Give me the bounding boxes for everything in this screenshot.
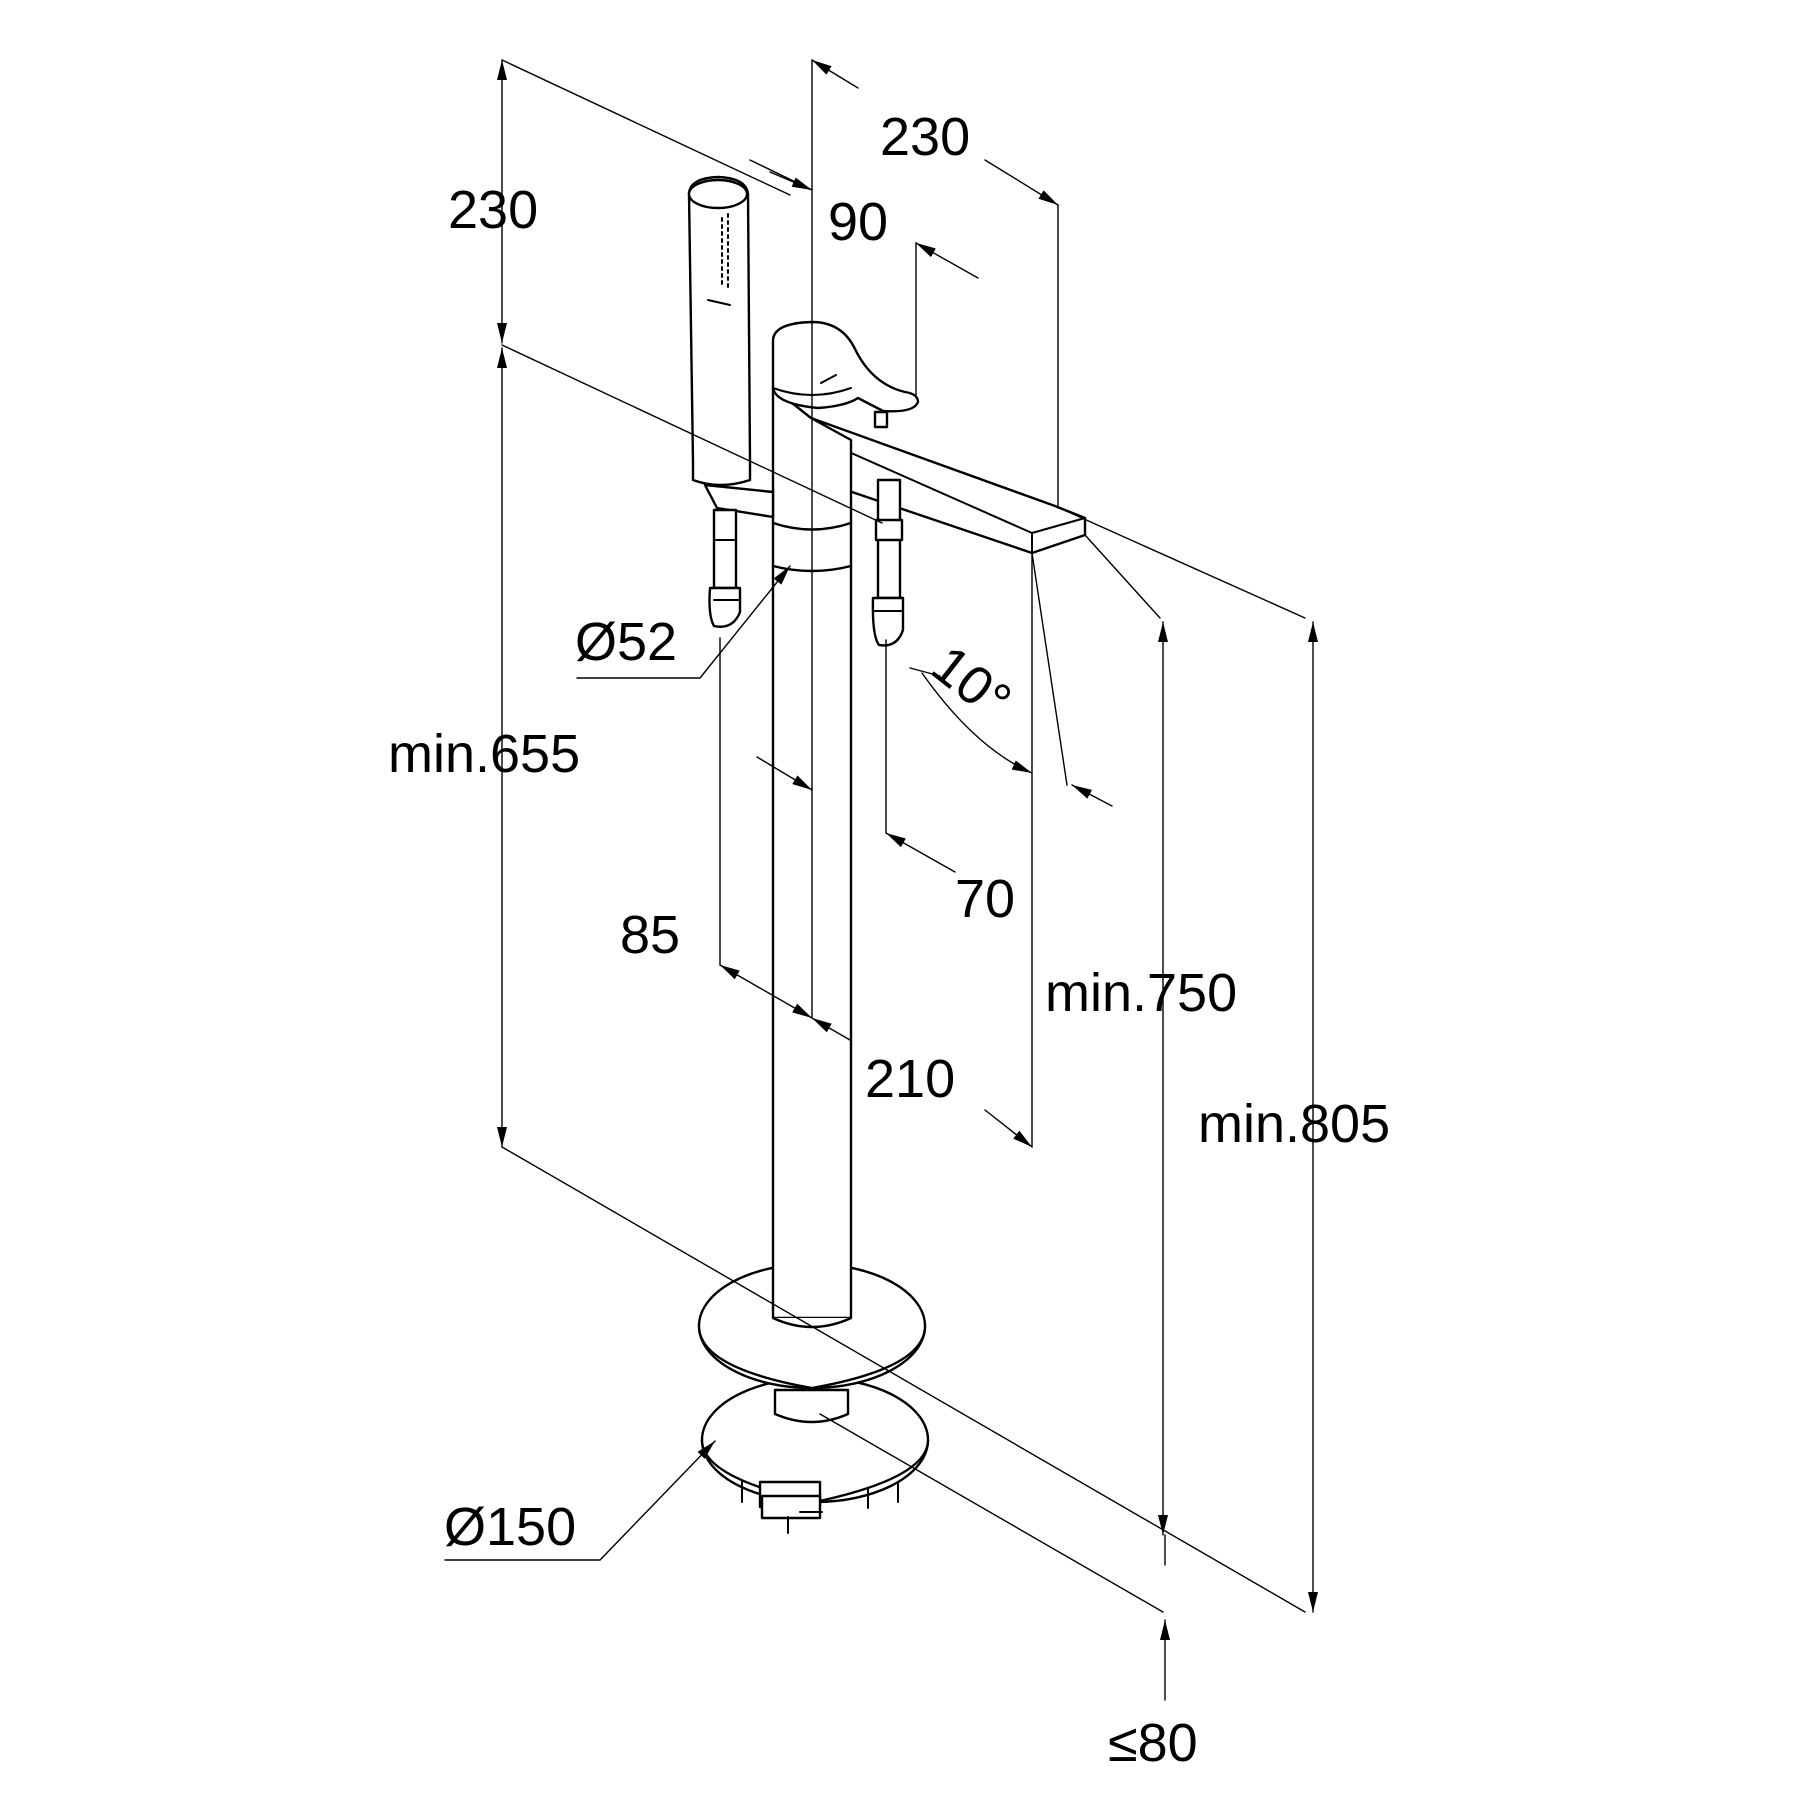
label-70: 70 (955, 869, 1015, 929)
dimension-lines (444, 59, 1318, 1701)
floor-mount-base (697, 1262, 930, 1534)
label-min-655: min.655 (388, 724, 580, 784)
label-210: 210 (865, 1049, 955, 1109)
hand-shower (687, 175, 775, 519)
label-230-top: 230 (880, 107, 970, 167)
label-min-750: min.750 (1045, 963, 1237, 1023)
extension-lines (501, 59, 1306, 1613)
label-10-degree: 10° (921, 634, 1022, 732)
dimension-labels: 230 230 90 Ø52 10° min.655 70 85 min.750… (388, 107, 1390, 1773)
label-diameter-150: Ø150 (444, 1497, 576, 1557)
label-85: 85 (620, 905, 680, 965)
label-90: 90 (828, 192, 888, 252)
label-max-80: ≤80 (1108, 1713, 1198, 1773)
supply-hoses (708, 478, 905, 647)
label-min-805: min.805 (1198, 1094, 1390, 1154)
label-diameter-52: Ø52 (575, 612, 677, 672)
label-230-left: 230 (448, 180, 538, 240)
